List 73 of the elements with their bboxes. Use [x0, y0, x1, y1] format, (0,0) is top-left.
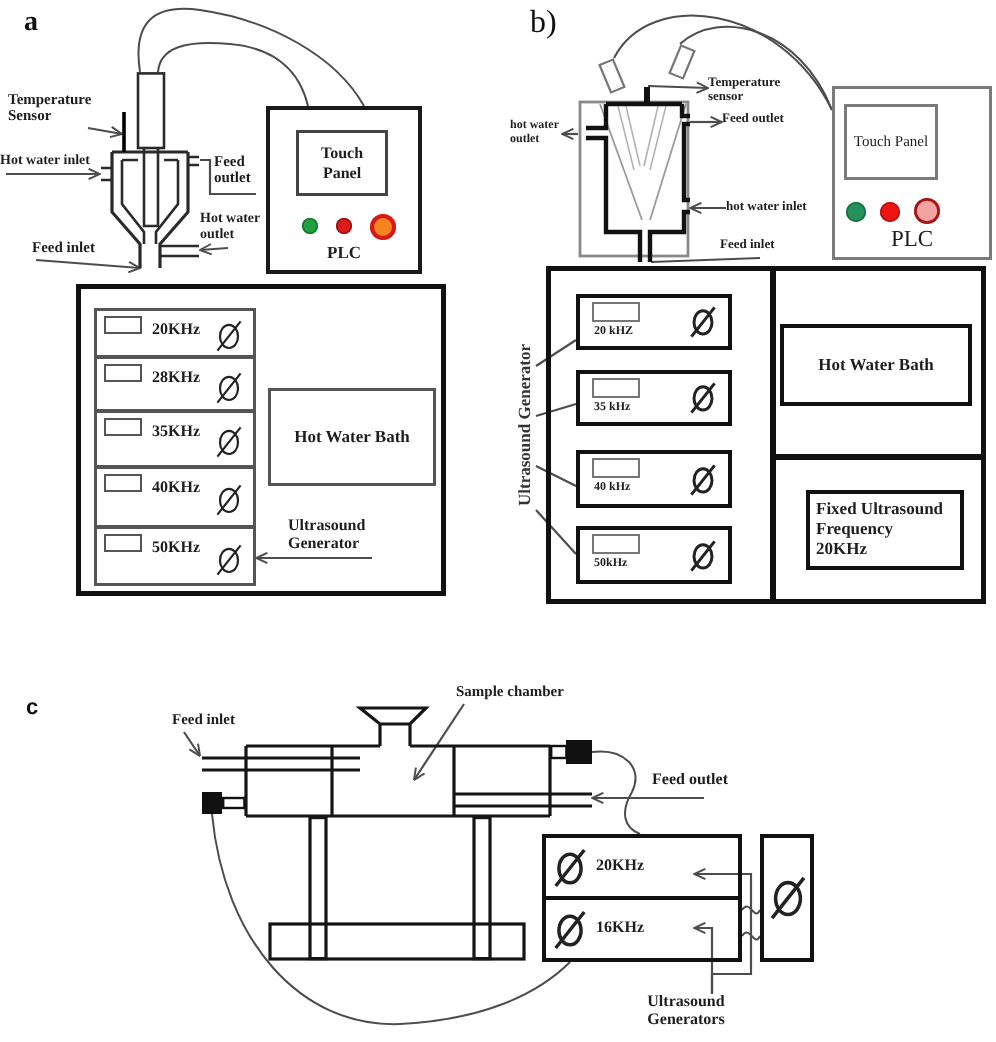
arrow [690, 115, 723, 129]
cable [157, 42, 309, 107]
frequency-panel [806, 490, 964, 570]
leader-line [535, 402, 577, 418]
arrow [6, 167, 101, 181]
frequency-label: 40KHz [152, 480, 200, 498]
panel-label: b) [530, 8, 557, 40]
water-bath-box [268, 388, 436, 486]
generator-unit [94, 410, 256, 468]
ultrasonic-transducer [202, 792, 246, 814]
ultrasonic-probe [668, 44, 696, 80]
controller-box [266, 106, 422, 274]
arrow [647, 81, 709, 94]
arrow [413, 703, 465, 781]
cable [591, 750, 641, 835]
controller-label: PLC [890, 230, 934, 253]
generator-unit [542, 896, 742, 962]
frequency-label: 16KHz [596, 919, 644, 937]
callout-label: Ultrasound Generators [640, 994, 732, 1034]
frequency-label: 28KHz [152, 370, 200, 388]
callout-label: Ultrasound Generator [288, 518, 376, 558]
callout-label: Feed outlet [652, 772, 740, 798]
controller-box [832, 86, 992, 260]
generator-unit [576, 450, 732, 508]
arrow [35, 258, 141, 274]
control-unit [760, 834, 814, 962]
arrow [561, 127, 578, 141]
water-bath-box [780, 324, 972, 406]
generator-unit [576, 370, 732, 426]
arrow [199, 243, 229, 256]
frequency-label: 50KHz [152, 540, 200, 558]
jacketed-reactor-drawing [578, 86, 690, 262]
frequency-label: 20KHz [152, 322, 200, 340]
panel-label: a [24, 10, 38, 38]
generator-unit [94, 356, 256, 412]
generator-unit [542, 834, 742, 900]
ultrasonic-transducer [550, 740, 592, 764]
wire [741, 931, 761, 941]
bath-label: Hot Water Bath [294, 427, 410, 447]
wire [741, 905, 761, 915]
generator-unit [576, 526, 732, 584]
screen-label: Touch Panel [318, 144, 366, 182]
leader-line [535, 509, 577, 555]
arrow [693, 921, 714, 994]
leader-line [535, 465, 577, 487]
leader-line [200, 158, 256, 196]
generator-unit [94, 308, 256, 358]
vertical-label: Ultrasound Generator [514, 330, 536, 522]
generator-unit [94, 526, 256, 586]
bath-label: Hot Water Bath [818, 355, 934, 375]
cable [137, 7, 365, 107]
ultrasonic-probe [598, 58, 626, 94]
panel-label: c [26, 698, 39, 720]
arrow [255, 551, 372, 565]
sample-chamber-drawing [200, 706, 592, 818]
controller-label: PLC [327, 244, 361, 261]
cable [211, 813, 571, 1025]
generator-unit [94, 466, 256, 528]
arrow [87, 125, 123, 139]
display-screen [296, 130, 388, 196]
cable [679, 25, 833, 111]
arrow [591, 791, 704, 805]
frequency-label: 35KHz [152, 424, 200, 442]
arrow [689, 201, 726, 215]
frequency-label: 20KHz [596, 857, 644, 875]
display-screen [844, 104, 938, 180]
frequency-label: Fixed Ultrasound Frequency 20KHz [816, 500, 946, 560]
jacketed-reactor-drawing [100, 72, 200, 268]
leader-line [535, 339, 577, 367]
equipment-cabinet [76, 284, 446, 596]
arrow [183, 731, 201, 757]
equipment-cabinet [546, 266, 986, 604]
generator-unit [576, 294, 732, 350]
